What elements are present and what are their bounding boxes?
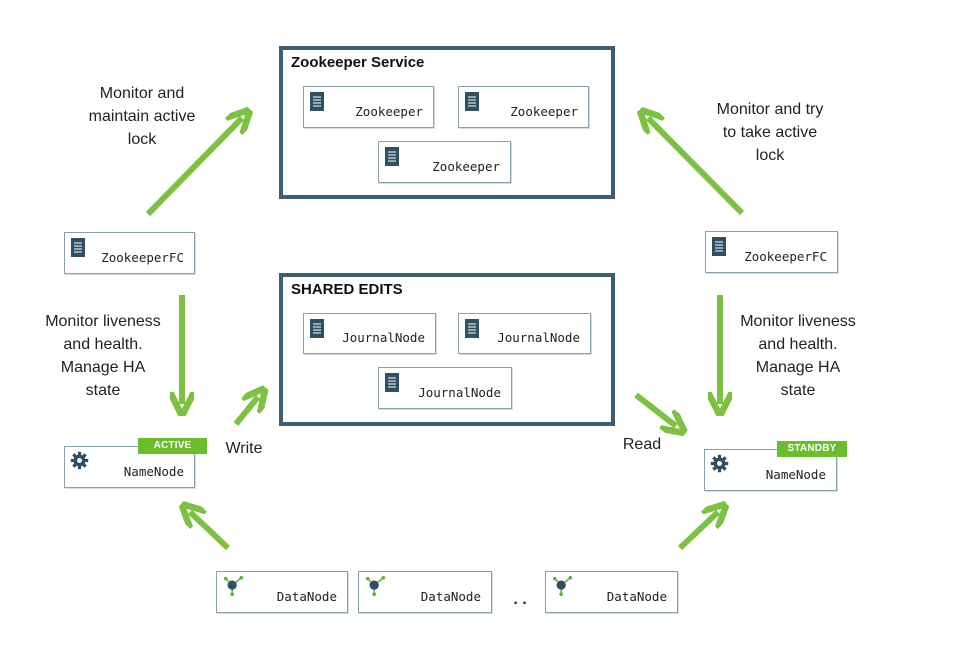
zookeeper-node-label: Zookeeper bbox=[432, 159, 500, 174]
network-node-icon bbox=[223, 575, 244, 597]
journalnode-label: JournalNode bbox=[497, 330, 580, 345]
gear-icon bbox=[710, 454, 729, 473]
network-node-icon bbox=[365, 575, 386, 597]
right-top-annotation: Monitor and try to take active lock bbox=[716, 101, 824, 164]
active-badge: ACTIVE bbox=[138, 438, 207, 454]
journalnode-2: JournalNode bbox=[458, 313, 591, 354]
journalnode-3: JournalNode bbox=[378, 367, 512, 409]
left-mid-annotation: Monitor liveness and health. Manage HA s… bbox=[45, 313, 161, 399]
server-icon bbox=[712, 237, 726, 256]
arrow-dn-to-right-namenode bbox=[677, 512, 718, 551]
zookeeperfc-label: ZookeeperFC bbox=[744, 249, 827, 264]
zookeeper-service-title: Zookeeper Service bbox=[291, 54, 425, 71]
journalnode-label: JournalNode bbox=[342, 330, 425, 345]
namenode-label: NameNode bbox=[765, 467, 826, 482]
arrow-right-zkfc-to-zk bbox=[648, 118, 745, 216]
server-icon bbox=[465, 319, 479, 338]
arrow-left-zkfc-to-zk bbox=[145, 118, 242, 217]
right-mid-annotation: Monitor liveness and health. Manage HA s… bbox=[740, 313, 856, 399]
shared-edits-title: SHARED EDITS bbox=[291, 281, 403, 298]
gear-icon bbox=[70, 451, 89, 470]
datanode-2: DataNode bbox=[358, 571, 492, 613]
datanode-1: DataNode bbox=[216, 571, 348, 613]
namenode-label: NameNode bbox=[123, 464, 184, 479]
standby-badge: STANDBY bbox=[777, 441, 847, 457]
zookeeper-node-3: Zookeeper bbox=[378, 141, 511, 183]
server-icon bbox=[310, 92, 324, 111]
datanode-label: DataNode bbox=[420, 589, 481, 604]
zookeeper-node-label: Zookeeper bbox=[355, 104, 423, 119]
arrow-read bbox=[634, 392, 676, 426]
datanode-label: DataNode bbox=[606, 589, 667, 604]
zookeeper-node-2: Zookeeper bbox=[458, 86, 589, 128]
zookeeper-node-1: Zookeeper bbox=[303, 86, 434, 128]
network-node-icon bbox=[552, 575, 573, 597]
zookeeper-node-label: Zookeeper bbox=[510, 104, 578, 119]
right-zookeeperfc: ZookeeperFC bbox=[705, 231, 838, 273]
server-icon bbox=[385, 147, 399, 166]
datanode-label: DataNode bbox=[276, 589, 337, 604]
left-zookeeperfc: ZookeeperFC bbox=[64, 232, 195, 274]
server-icon bbox=[310, 319, 324, 338]
left-top-annotation: Monitor and maintain active lock bbox=[88, 85, 196, 148]
journalnode-1: JournalNode bbox=[303, 313, 436, 354]
journalnode-label: JournalNode bbox=[418, 385, 501, 400]
standby-namenode: NameNode bbox=[704, 449, 837, 491]
read-label: Read bbox=[622, 436, 662, 453]
server-icon bbox=[71, 238, 85, 257]
write-label: Write bbox=[225, 440, 263, 457]
arrow-dn-to-left-namenode bbox=[190, 512, 231, 551]
server-icon bbox=[385, 373, 399, 392]
server-icon bbox=[465, 92, 479, 111]
arrow-write bbox=[233, 397, 258, 426]
zookeeperfc-label: ZookeeperFC bbox=[101, 250, 184, 265]
datanode-ellipsis: . . bbox=[513, 591, 527, 608]
datanode-3: DataNode bbox=[545, 571, 678, 613]
